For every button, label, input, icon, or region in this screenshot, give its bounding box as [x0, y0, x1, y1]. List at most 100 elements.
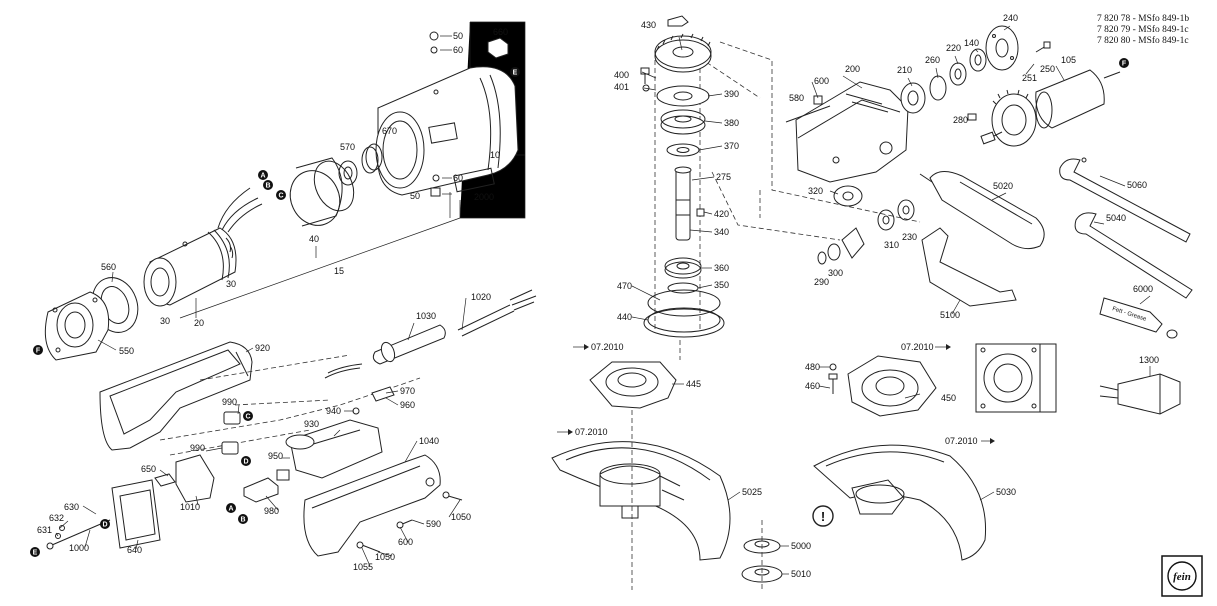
leader-line: [842, 75, 863, 89]
date-ref-4: 07.2010: [945, 436, 978, 446]
part-label-930: 930: [304, 419, 319, 429]
leader-line: [237, 404, 240, 415]
leader-line: [159, 469, 169, 477]
bearing-flange-part: [589, 361, 677, 409]
armature-part: [980, 69, 1121, 147]
part-label-401: 401: [614, 82, 629, 92]
part-label-1050a: 1050: [451, 512, 471, 522]
connection-badge-letter: C: [245, 414, 250, 421]
part-label-275: 275: [716, 172, 731, 182]
end-flange-part: [44, 291, 110, 361]
part-label-5000: 5000: [791, 541, 811, 551]
part-label-350: 350: [714, 280, 729, 290]
part-label-30a: 30: [226, 279, 236, 289]
leader-line: [697, 284, 713, 289]
part-label-6000: 6000: [1133, 284, 1153, 294]
part-label-5100: 5100: [940, 310, 960, 320]
motor-housing-group: [44, 21, 526, 361]
handle-group: [46, 289, 537, 557]
date-ref-3: 07.2010: [901, 342, 934, 352]
part-label-970: 970: [400, 386, 415, 396]
part-label-200: 200: [845, 64, 860, 74]
part-label-445: 445: [686, 379, 701, 389]
leader-line: [727, 491, 741, 501]
part-label-960: 960: [400, 400, 415, 410]
part-label-30b: 30: [160, 316, 170, 326]
part-label-50b: 50: [410, 191, 420, 201]
leader-line: [84, 529, 91, 548]
leader-line: [818, 385, 831, 389]
side-handle-part: [919, 171, 1045, 250]
connection-badge: [276, 190, 286, 200]
part-label-5010: 5010: [791, 569, 811, 579]
connection-badge-letter: E: [33, 550, 38, 557]
part-label-630: 630: [64, 502, 79, 512]
part-label-5040: 5040: [1106, 213, 1126, 223]
connection-badge-letter: E: [513, 70, 518, 77]
brand-logo: fein: [1161, 555, 1203, 597]
leader-line: [698, 145, 723, 151]
leader-line: [974, 48, 979, 53]
leader-line: [333, 429, 341, 437]
part-label-390: 390: [724, 89, 739, 99]
fan-ring-part: [289, 157, 355, 227]
connection-badge-letter: D: [102, 522, 107, 529]
part-label-570: 570: [340, 142, 355, 152]
part-label-600b: 600: [814, 76, 829, 86]
leader-line: [385, 390, 399, 394]
leader-line: [361, 547, 371, 567]
leader-line: [904, 393, 921, 399]
part-label-2000: 2000: [474, 192, 494, 202]
part-label-370: 370: [724, 141, 739, 151]
leader-line: [205, 447, 223, 452]
motor-housing-part: [375, 66, 519, 196]
part-label-1020: 1020: [471, 292, 491, 302]
part-label-5060: 5060: [1127, 180, 1147, 190]
model-number-3: 7 820 80 - MSfo 849-1c: [1097, 35, 1189, 46]
part-label-251: 251: [1022, 73, 1037, 83]
part-label-260: 260: [925, 55, 940, 65]
date-ref-1: 07.2010: [591, 342, 624, 352]
leader-line: [1003, 25, 1011, 31]
leader-line: [703, 211, 713, 215]
leader-line: [829, 190, 839, 195]
connection-badge-letter: A: [228, 506, 233, 513]
model-number-block: 7 820 78 - MSfo 849-1b 7 820 79 - MSfo 8…: [1097, 13, 1189, 46]
part-label-600a: 600: [398, 537, 413, 547]
leader-line: [951, 299, 961, 315]
connection-badge-letter: A: [260, 173, 265, 180]
part-label-980: 980: [264, 506, 279, 516]
part-label-1055: 1055: [353, 562, 373, 572]
leader-line: [195, 495, 199, 506]
leader-line: [811, 81, 819, 99]
connection-badge-letter: B: [240, 517, 245, 524]
part-label-230: 230: [902, 232, 917, 242]
connection-badge: [100, 519, 110, 529]
part-label-20: 20: [194, 318, 204, 328]
part-label-250: 250: [1040, 64, 1055, 74]
connection-badge: [510, 67, 520, 77]
part-label-460: 460: [805, 381, 820, 391]
connection-badge-letter: B: [265, 183, 270, 190]
part-label-15: 15: [334, 266, 344, 276]
leader-line: [643, 87, 657, 91]
leader-line: [97, 339, 117, 351]
connection-badge: [1119, 58, 1129, 68]
part-label-1040: 1040: [419, 436, 439, 446]
connection-badge-letter: F: [1122, 61, 1127, 68]
spindle-flange-part: [847, 355, 937, 417]
connection-badge: [226, 503, 236, 513]
date-references: 07.2010 07.2010 07.2010 07.2010: [557, 342, 995, 446]
part-label-990a: 990: [222, 397, 237, 407]
bevel-gear-part: [654, 33, 712, 73]
model-number-1: 7 820 78 - MSfo 849-1b: [1097, 13, 1189, 24]
part-label-430: 430: [641, 20, 656, 30]
part-label-10: 10: [490, 150, 500, 160]
part-labels: 1015203030405050606055056057066067020009…: [37, 13, 1159, 579]
leader-line: [1093, 221, 1105, 225]
part-label-1010: 1010: [180, 502, 200, 512]
part-label-360: 360: [714, 263, 729, 273]
leader-line: [461, 297, 467, 331]
